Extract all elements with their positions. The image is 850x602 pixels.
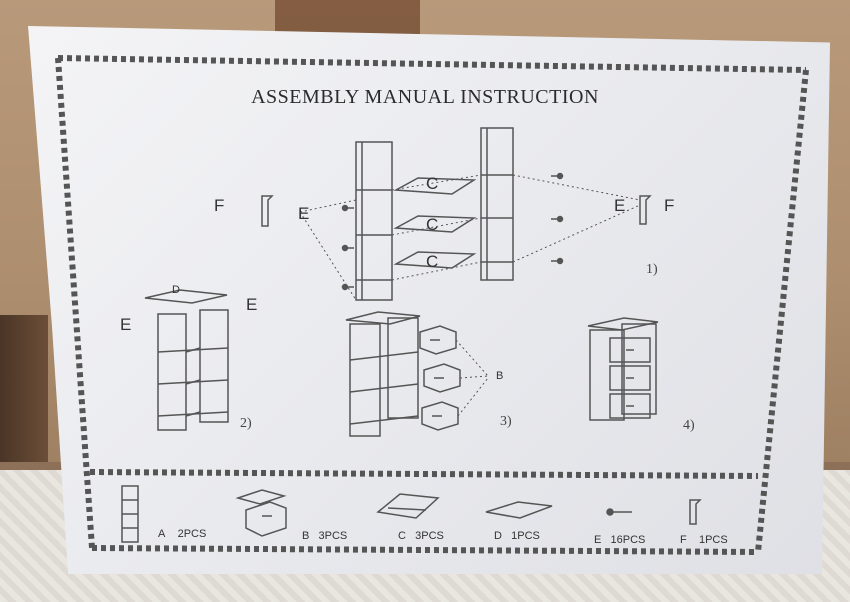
label-f-right: F [664, 196, 675, 215]
part-d-label: D 1PCS [494, 530, 540, 542]
step1-right-frame [480, 127, 514, 281]
part-e-icon [606, 508, 632, 516]
part-c-label: C 3PCS [398, 530, 444, 542]
step2-top-board [144, 289, 228, 304]
label-e-step2-right: E [246, 295, 258, 314]
step1-left-frame [355, 141, 393, 301]
label-c-3: C [426, 252, 439, 271]
part-f-label: F 1PCS [680, 534, 728, 546]
step1-number: 1) [646, 262, 658, 277]
label-e-left: E [298, 204, 310, 223]
part-d-icon [485, 501, 553, 519]
dark-panel [0, 315, 48, 485]
step3-number: 3) [500, 414, 512, 429]
dashed-border [55, 55, 809, 555]
label-f-left: F [214, 196, 225, 215]
label-c-2: C [426, 215, 439, 234]
part-a-icon [121, 485, 139, 543]
part-c-icon [376, 493, 440, 519]
step2-frame [157, 309, 229, 431]
label-c-1: C [426, 174, 439, 193]
label-b: B [496, 370, 504, 382]
label-e-step2-left: E [120, 315, 132, 334]
step1-rails [393, 177, 477, 269]
step1-screws [341, 172, 564, 291]
part-b-icon [235, 489, 287, 537]
manual-title: ASSEMBLY MANUAL INSTRUCTION [251, 86, 599, 108]
part-b-label: B 3PCS [302, 530, 348, 542]
part-f-icon [689, 499, 702, 525]
part-e-label: E 16PCS [594, 534, 646, 546]
label-d: D [172, 284, 180, 296]
step3-dotted-guides [455, 339, 489, 417]
step2-number: 2) [240, 416, 252, 431]
step1-dotted-guides [299, 174, 641, 301]
step3-drawers [419, 325, 461, 431]
step4-number: 4) [683, 418, 695, 433]
step3-frame [345, 311, 421, 437]
step4-finished-unit [587, 317, 659, 421]
hex-key-icons [261, 195, 652, 227]
part-a-label: A 2PCS [158, 528, 207, 540]
label-e-right: E [614, 196, 626, 215]
